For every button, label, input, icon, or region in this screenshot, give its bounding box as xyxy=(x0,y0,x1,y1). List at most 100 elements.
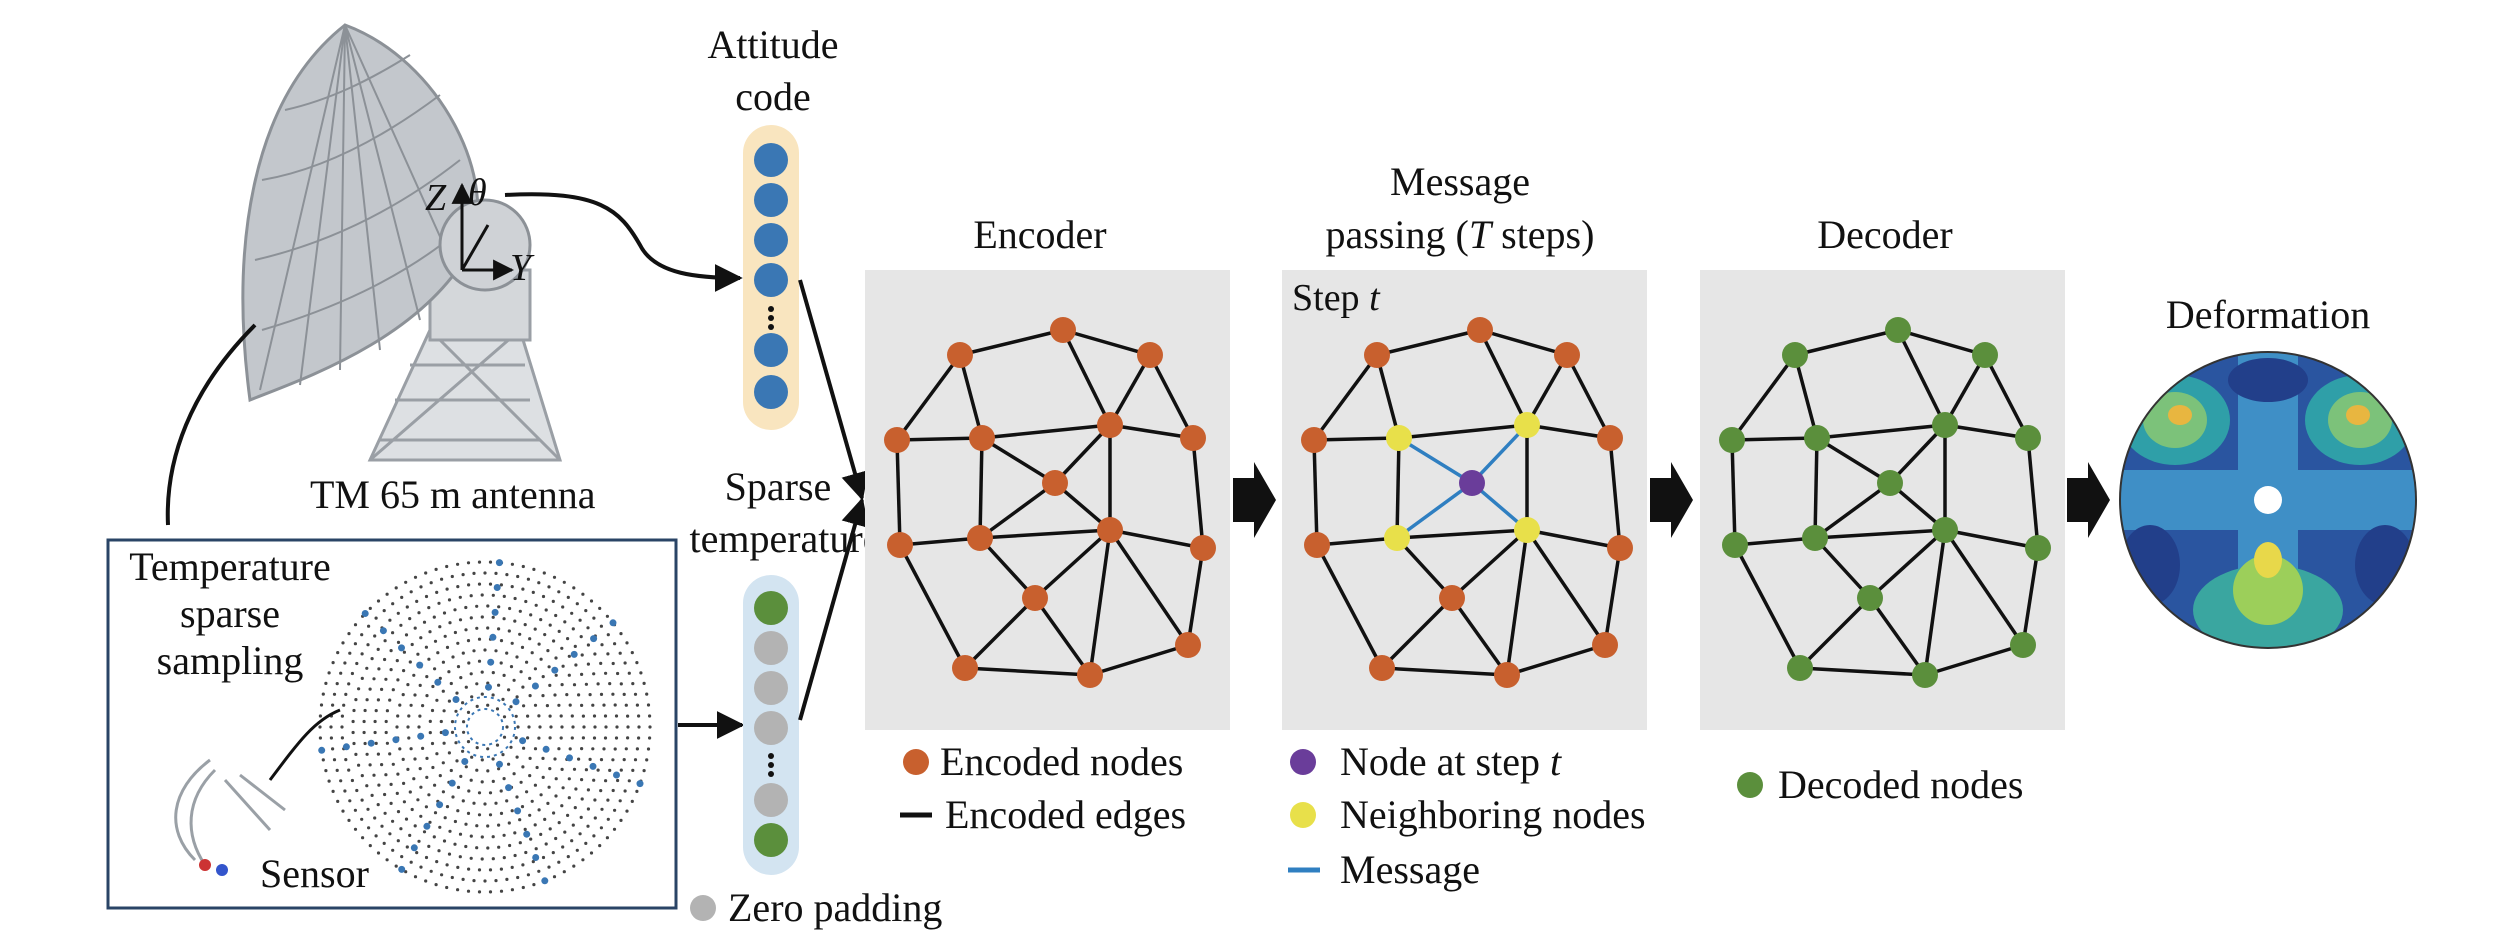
sensor-position-dot xyxy=(548,736,552,740)
graph-node xyxy=(887,532,913,558)
attitude-to-encoder-arrow xyxy=(798,279,869,501)
sensor-position-dot xyxy=(372,677,376,681)
sensor-position-dot xyxy=(455,691,459,695)
sensor-position-dot xyxy=(537,581,541,585)
sensor-position-dot xyxy=(466,561,471,565)
sensor-position-dot xyxy=(434,883,438,887)
sensor-position-dot xyxy=(648,725,652,729)
graph-edge xyxy=(1396,528,1528,540)
sensor-position-dot xyxy=(450,875,454,880)
sampled-sensor-dot xyxy=(609,619,617,627)
sensor-position-dot xyxy=(646,703,651,707)
graph-edge xyxy=(898,544,967,669)
sensor-position-dot xyxy=(486,626,490,630)
sensor-position-dot xyxy=(561,664,565,668)
sensor-position-dot xyxy=(427,844,431,849)
encoder-to-message-arrow xyxy=(1233,462,1276,538)
sensor-position-dot xyxy=(438,625,442,629)
sensor-position-dot xyxy=(394,586,398,590)
graph-edge xyxy=(1395,536,1454,600)
sensor-position-dot xyxy=(362,719,366,724)
sensor-position-dot xyxy=(524,850,528,855)
sensor-position-dot xyxy=(521,765,525,769)
sensor-position-dot xyxy=(627,779,631,783)
sensor-position-dot xyxy=(619,768,623,772)
sensor-position-dot xyxy=(521,885,525,890)
sensor-position-dot xyxy=(486,604,490,608)
sensor-position-dot xyxy=(347,768,351,772)
sensor-position-dot xyxy=(521,564,525,569)
neighboring-nodes-legend: Neighboring nodes xyxy=(1340,792,1646,837)
sampled-sensor-dot xyxy=(342,743,350,751)
sensor-position-dot xyxy=(505,877,509,882)
graph-edge xyxy=(1526,528,1621,550)
sensor-position-dot xyxy=(450,720,455,724)
sensor-position-dot xyxy=(431,765,435,770)
graph-edge xyxy=(1813,481,1892,540)
decoder-title: Decoder xyxy=(1817,212,1952,257)
sensor-position-dot xyxy=(557,703,561,707)
sensor-position-dot xyxy=(557,629,561,634)
sensor-position-dot xyxy=(584,609,588,613)
sensor-position-dot xyxy=(505,725,509,729)
sensor-position-dot xyxy=(395,659,399,663)
sensor-position-dot xyxy=(491,779,495,784)
sampled-sensor-dot xyxy=(410,844,418,852)
sensor-position-dot xyxy=(431,684,435,689)
graph-edge xyxy=(1603,547,1622,646)
sensor-position-dot xyxy=(480,835,484,839)
sensor-position-dot xyxy=(475,846,479,850)
sensor-position-dot xyxy=(469,616,473,620)
sensor-position-dot xyxy=(584,841,588,846)
sensor-position-dot xyxy=(578,832,582,836)
sensor-position-dot xyxy=(437,849,441,853)
graph-edge xyxy=(1816,436,1891,485)
graph-node xyxy=(1607,535,1633,561)
sensor-position-dot xyxy=(560,804,564,808)
sensor-position-dot xyxy=(389,649,393,653)
sensor-position-dot xyxy=(453,608,457,612)
sensor-position-dot xyxy=(528,813,532,817)
graph-edge xyxy=(1061,329,1112,426)
sensor-position-dot xyxy=(406,767,410,772)
sensor-position-dot xyxy=(469,778,473,782)
sensor-position-dot xyxy=(611,758,615,762)
sensor-position-dot xyxy=(388,832,392,836)
sensor-position-dot xyxy=(605,836,610,840)
sensor-position-dot xyxy=(429,869,433,873)
sensor-position-dot xyxy=(488,560,493,564)
sampled-sensor-dot xyxy=(505,784,513,792)
sensor-position-dot xyxy=(365,784,369,788)
graph-node xyxy=(969,425,995,451)
sampled-sensor-dot xyxy=(489,633,497,641)
sensor-position-dot xyxy=(577,757,581,761)
sampled-sensor-dot xyxy=(416,661,424,669)
sensor-position-dot xyxy=(396,839,400,843)
sensor-position-dot xyxy=(619,632,623,636)
graph-node xyxy=(1301,427,1327,453)
sensor-position-dot xyxy=(537,642,541,646)
sensor-position-dot xyxy=(410,807,414,812)
sensor-position-dot xyxy=(399,623,403,627)
sensor-position-dot xyxy=(593,798,597,802)
graph-edge xyxy=(1186,547,1205,646)
sensor-position-dot xyxy=(451,795,455,799)
sensor-position-dot xyxy=(505,651,509,655)
sensor-position-dot xyxy=(528,756,532,761)
sensor-position-dot xyxy=(435,860,439,864)
sensor-position-dot xyxy=(627,671,631,675)
message-legend: Message xyxy=(1340,847,1480,892)
sensor-position-dot xyxy=(501,697,505,702)
sensor-position-dot xyxy=(419,814,423,818)
sensor-position-dot xyxy=(606,652,610,656)
sensor-position-dot xyxy=(560,646,564,650)
graph-edge xyxy=(978,536,1037,600)
sampled-sensor-dot xyxy=(491,608,499,616)
neighbor-node xyxy=(1514,517,1540,543)
sensor-position-dot xyxy=(475,682,479,686)
graph-edge xyxy=(1868,528,1947,600)
sensor-position-dot xyxy=(539,793,543,797)
sampled-sensor-dot xyxy=(452,696,460,703)
sensor-position-dot xyxy=(602,703,606,707)
sensor-position-dot xyxy=(404,870,408,874)
